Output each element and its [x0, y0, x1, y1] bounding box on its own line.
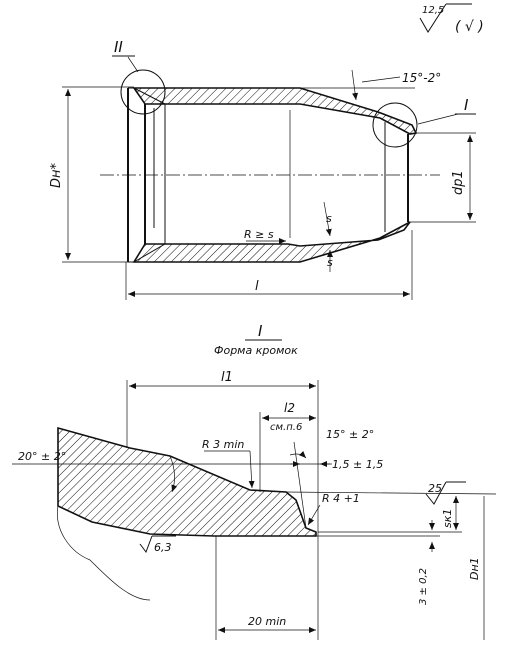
dimension-l1: l1: [221, 370, 233, 385]
edge-section: [57, 426, 317, 537]
roughness-25-symbol: 25: [425, 481, 466, 505]
note-reference: см.п.6: [270, 422, 302, 433]
detail-number: I: [258, 322, 263, 340]
radius-edge-label: R 4 +1: [322, 492, 360, 505]
dimension-length: l: [255, 279, 259, 294]
lower-wall-section: [132, 221, 411, 263]
roughness-other-mark: ( √ ): [455, 19, 484, 35]
dimension-20min: 20 min: [248, 615, 286, 628]
land-label: 1,5 ± 1,5: [332, 458, 383, 471]
dimension-dp1: dp1: [451, 170, 466, 195]
wall-thickness-mark-top: s: [326, 212, 332, 225]
angle-right-label: 15° ± 2°: [326, 428, 374, 441]
check-mark-icon: [419, 3, 447, 33]
roughness-general-value: 12,5: [422, 5, 444, 16]
radius-min-label: R 3 min: [202, 438, 244, 451]
dimension-dh1: Dн1: [468, 557, 481, 580]
angle-left-label: 20° ± 2°: [18, 450, 66, 463]
tolerance-3: 3 ± 0,2: [418, 568, 429, 605]
angle-label: 15°-2°: [402, 71, 441, 85]
upper-wall-section: [132, 87, 418, 135]
callout-i-label: I: [464, 96, 469, 114]
detail-subtitle: Форма кромок: [214, 344, 298, 357]
detail-title: I Форма кромок: [214, 322, 298, 357]
dimension-l2: l2: [284, 401, 295, 415]
detail-ii-circle: [120, 69, 166, 115]
dimension-dh: Dн*: [49, 162, 64, 188]
detail-i-circle: [372, 102, 418, 148]
callout-ii-label: II: [114, 38, 123, 56]
break-line: [57, 505, 151, 601]
roughness-63-symbol: 6,3: [139, 535, 176, 554]
reducer-top-view: II I 15°-2° Dн* dp1 R ≥ s s s l: [49, 38, 476, 300]
roughness-symbol: 12,5 ( √ ): [419, 3, 484, 35]
roughness-63-value: 6,3: [154, 541, 172, 554]
wall-thickness-mark-bottom: s: [327, 256, 333, 269]
dimension-sk1: sк1: [441, 509, 454, 528]
edge-detail-view: l1 l2 см.п.6 20° ± 2° R 3 min 15° ± 2° 1…: [12, 370, 497, 640]
radius-label: R ≥ s: [244, 228, 274, 241]
roughness-25-value: 25: [428, 482, 442, 495]
